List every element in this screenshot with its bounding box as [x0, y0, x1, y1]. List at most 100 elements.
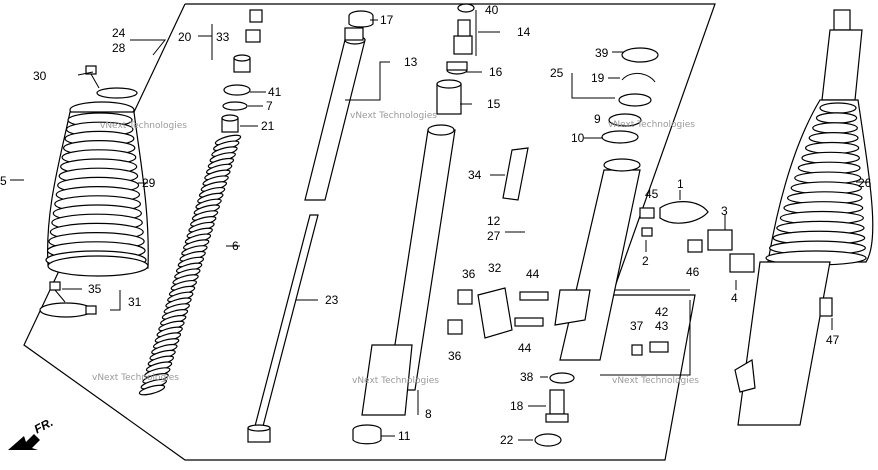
part-label-26: 26	[858, 176, 872, 190]
collar-2	[641, 227, 653, 237]
nut-46	[687, 239, 703, 253]
part-label-28: 28	[112, 41, 126, 55]
watermark: vNext Technologies	[612, 376, 699, 386]
boot-clamp-31	[39, 281, 97, 318]
part-label-13: 13	[404, 55, 418, 69]
part-label-40: 40	[485, 3, 499, 17]
part-label-23: 23	[325, 293, 339, 307]
part-label-22: 22	[500, 433, 514, 447]
part-label-20: 20	[178, 30, 192, 44]
part-label-46: 46	[686, 265, 700, 279]
part-label-41: 41	[268, 85, 282, 99]
spring-collar-21	[221, 114, 239, 133]
seal-22	[534, 433, 562, 447]
slide-pad-34	[502, 147, 529, 201]
part-label-6: 6	[232, 239, 239, 253]
plate-3	[707, 229, 733, 251]
watermark: vNext Technologies	[350, 111, 437, 121]
part-label-3: 3	[721, 204, 728, 218]
part-label-10: 10	[571, 131, 585, 145]
pin-44-top	[519, 291, 549, 301]
part-label-18: 18	[510, 399, 524, 413]
bolt-47	[819, 297, 833, 317]
washer-38	[549, 372, 575, 384]
part-label-32: 32	[488, 261, 502, 275]
part-label-31: 31	[128, 295, 142, 309]
part-label-45: 45	[645, 187, 659, 201]
part-label-4: 4	[731, 291, 738, 305]
bolt-45	[639, 207, 655, 219]
part-label-42: 42	[655, 305, 669, 319]
bellows-ring	[808, 132, 859, 145]
part-label-33: 33	[216, 30, 230, 44]
part-label-1: 1	[677, 177, 684, 191]
part-label-34: 34	[468, 168, 482, 182]
leader-lines	[10, 10, 868, 441]
seal-11	[352, 424, 382, 445]
part-label-27: 27	[487, 229, 501, 243]
part-label-11: 11	[398, 429, 411, 443]
part-label-16: 16	[489, 65, 503, 79]
rebound-valve-14	[453, 3, 475, 55]
part-label-36-bottom: 36	[448, 349, 462, 363]
part-label-2: 2	[642, 254, 649, 268]
part-label-43: 43	[655, 319, 669, 333]
cap-17	[348, 10, 374, 28]
fork-spring-6	[138, 134, 242, 396]
boot-clamp-30	[85, 65, 138, 99]
air-valve-20	[233, 9, 263, 73]
bellows-ring	[812, 122, 858, 134]
pin-44-bottom	[514, 317, 544, 327]
fork-boot-29	[45, 101, 149, 277]
spring-coil	[138, 384, 166, 396]
drain-bolt-18	[545, 389, 569, 423]
diagram-frame	[23, 3, 716, 461]
fork-assembly-26	[734, 9, 874, 426]
part-label-29: 29	[142, 176, 156, 190]
part-label-12: 12	[487, 214, 501, 228]
part-label-14: 14	[517, 25, 531, 39]
nut-37	[631, 344, 643, 356]
washer-7	[222, 101, 248, 111]
part-label-25: 25	[550, 66, 564, 80]
part-label-39: 39	[595, 46, 609, 60]
part-label-15: 15	[487, 97, 501, 111]
part-label-38: 38	[520, 370, 534, 384]
seal-set-9-10	[601, 113, 642, 144]
bushing-15	[436, 79, 462, 115]
bellows-ring	[815, 112, 858, 124]
watermark: vNext Technologies	[608, 120, 695, 130]
part-label-7: 7	[266, 99, 273, 113]
plate-4	[729, 253, 755, 273]
bracket-32	[477, 287, 513, 339]
part-labels: 5 24 28 20 33 30 41 7 21 29 6 35 31 17 1…	[0, 3, 872, 447]
bolt-42-43	[649, 341, 669, 353]
fork-outer-slider-8	[361, 124, 456, 416]
clip-19	[621, 73, 656, 83]
watermark: vNext Technologies	[352, 376, 439, 386]
watermark: vNext Technologies	[92, 373, 179, 383]
bellows-ring	[819, 102, 857, 114]
part-label-30: 30	[33, 69, 47, 83]
clamp-1	[659, 201, 709, 224]
bolt-36-top	[457, 289, 473, 305]
fork-inner-tube-13	[304, 27, 366, 201]
part-label-37: 37	[630, 319, 644, 333]
part-label-44-bottom: 44	[518, 341, 532, 355]
o-ring-41	[223, 84, 251, 96]
front-direction-arrow	[8, 434, 40, 450]
bolt-36-bottom	[447, 319, 463, 335]
part-label-44-top: 44	[526, 267, 540, 281]
watermark: vNext Technologies	[100, 121, 187, 131]
part-label-21: 21	[261, 119, 275, 133]
part-label-8: 8	[425, 407, 432, 421]
part-label-17: 17	[380, 13, 394, 27]
stopper-16	[446, 61, 468, 75]
dust-seal-39	[618, 47, 659, 107]
part-label-5: 5	[0, 174, 7, 188]
direction-label: FR.	[32, 415, 56, 436]
damper-rod-23	[247, 214, 319, 443]
part-label-19: 19	[591, 71, 605, 85]
